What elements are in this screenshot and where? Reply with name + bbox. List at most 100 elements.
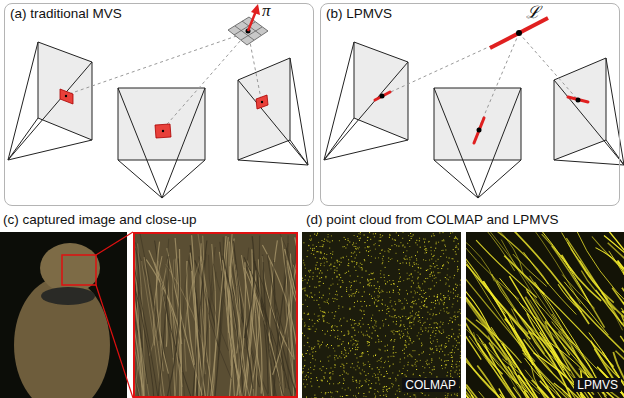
point (375, 383, 376, 384)
point (325, 277, 326, 278)
point (457, 269, 458, 270)
point (359, 387, 360, 388)
point (450, 370, 451, 371)
point (329, 355, 330, 356)
point (452, 361, 453, 362)
point (413, 321, 414, 322)
point (345, 239, 346, 240)
point (415, 314, 416, 315)
point (391, 356, 392, 357)
point (351, 282, 352, 283)
point (402, 309, 403, 310)
point (386, 371, 387, 372)
strand (608, 243, 624, 308)
point (324, 378, 325, 379)
point (407, 293, 408, 294)
point (331, 345, 332, 346)
point (359, 266, 360, 267)
point (302, 278, 303, 279)
point (400, 324, 401, 325)
point (320, 246, 321, 247)
point (372, 333, 373, 334)
point (451, 352, 452, 353)
point (360, 234, 361, 235)
point (335, 325, 336, 326)
point (431, 302, 432, 303)
point (361, 332, 362, 333)
point (436, 242, 437, 243)
point (407, 328, 408, 329)
point (459, 370, 460, 371)
point (354, 235, 355, 236)
point (302, 304, 303, 305)
point (457, 393, 458, 394)
point (389, 366, 390, 367)
point (444, 298, 445, 299)
point (304, 288, 305, 289)
point (381, 237, 382, 238)
point (353, 381, 354, 382)
lpmvs-cloud (441, 220, 624, 398)
point (431, 236, 432, 237)
point (373, 328, 374, 329)
strand (467, 264, 529, 334)
point (322, 240, 323, 241)
point (312, 358, 313, 359)
point (455, 347, 456, 348)
point (362, 270, 363, 271)
point (307, 283, 308, 284)
point (389, 378, 390, 379)
point (312, 248, 313, 249)
point (388, 311, 389, 312)
point (332, 278, 333, 279)
point (446, 312, 447, 313)
point (342, 282, 343, 283)
point (415, 270, 416, 271)
point (311, 239, 312, 240)
hair-strand (169, 259, 179, 398)
point (350, 275, 351, 276)
point (453, 298, 454, 299)
point (407, 336, 408, 337)
point (328, 303, 329, 304)
point (411, 315, 412, 316)
point (353, 243, 354, 244)
point (333, 284, 334, 285)
point (393, 352, 394, 353)
point (317, 233, 318, 234)
point (327, 322, 328, 323)
point (360, 310, 361, 311)
point (337, 262, 338, 263)
point (445, 364, 446, 365)
point (320, 345, 321, 346)
point (363, 311, 364, 312)
point (384, 274, 385, 275)
hair-strand (255, 261, 293, 398)
point (378, 336, 379, 337)
point (354, 343, 355, 344)
point (442, 265, 443, 266)
point (388, 248, 389, 249)
point (374, 302, 375, 303)
point (328, 361, 329, 362)
point (447, 372, 448, 373)
point (458, 243, 459, 244)
point (446, 364, 447, 365)
point (325, 334, 326, 335)
point (369, 342, 370, 343)
point (305, 376, 306, 377)
point (367, 335, 368, 336)
point (394, 284, 395, 285)
point (317, 340, 318, 341)
point (368, 373, 369, 374)
point (408, 333, 409, 334)
point (416, 366, 417, 367)
point (311, 349, 312, 350)
point (331, 326, 332, 327)
point (338, 345, 339, 346)
point (425, 330, 426, 331)
point (389, 280, 390, 281)
point (305, 290, 306, 291)
point (423, 305, 424, 306)
point (344, 246, 345, 247)
